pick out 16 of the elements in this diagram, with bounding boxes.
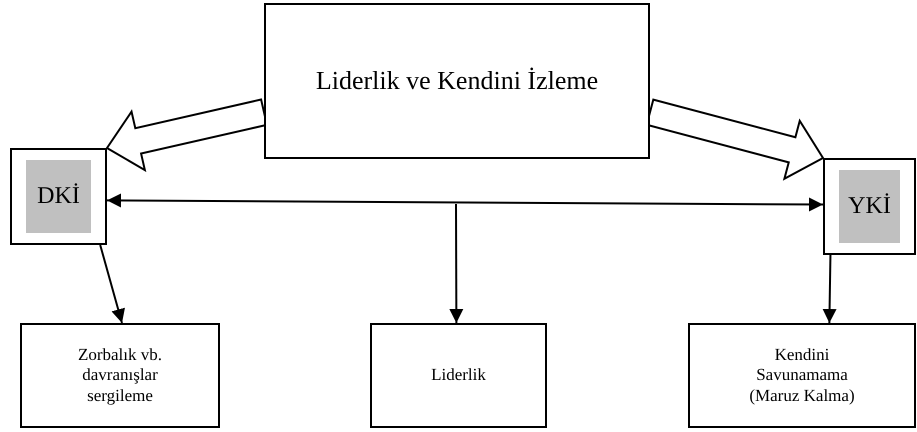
box-text: Liderlik ve Kendini İzleme: [316, 65, 598, 97]
title-box: [264, 3, 650, 159]
label-text: DKİ: [37, 182, 80, 211]
box-text: Liderlik: [431, 365, 486, 386]
outcome-box: [370, 323, 547, 428]
label-box: [823, 158, 916, 255]
box-text: Kendini Savunamama (Maruz Kalma): [748, 344, 856, 406]
arrow: [99, 244, 125, 324]
outcome-box: [688, 323, 916, 428]
outcome-box: [20, 323, 220, 428]
label-box: [10, 148, 107, 245]
arrow: [822, 254, 837, 324]
label-text: YKİ: [848, 192, 891, 221]
arrow: [107, 193, 823, 212]
box-text: Zorbalık vb. davranışlar sergileme: [76, 344, 164, 406]
arrow: [449, 204, 464, 323]
